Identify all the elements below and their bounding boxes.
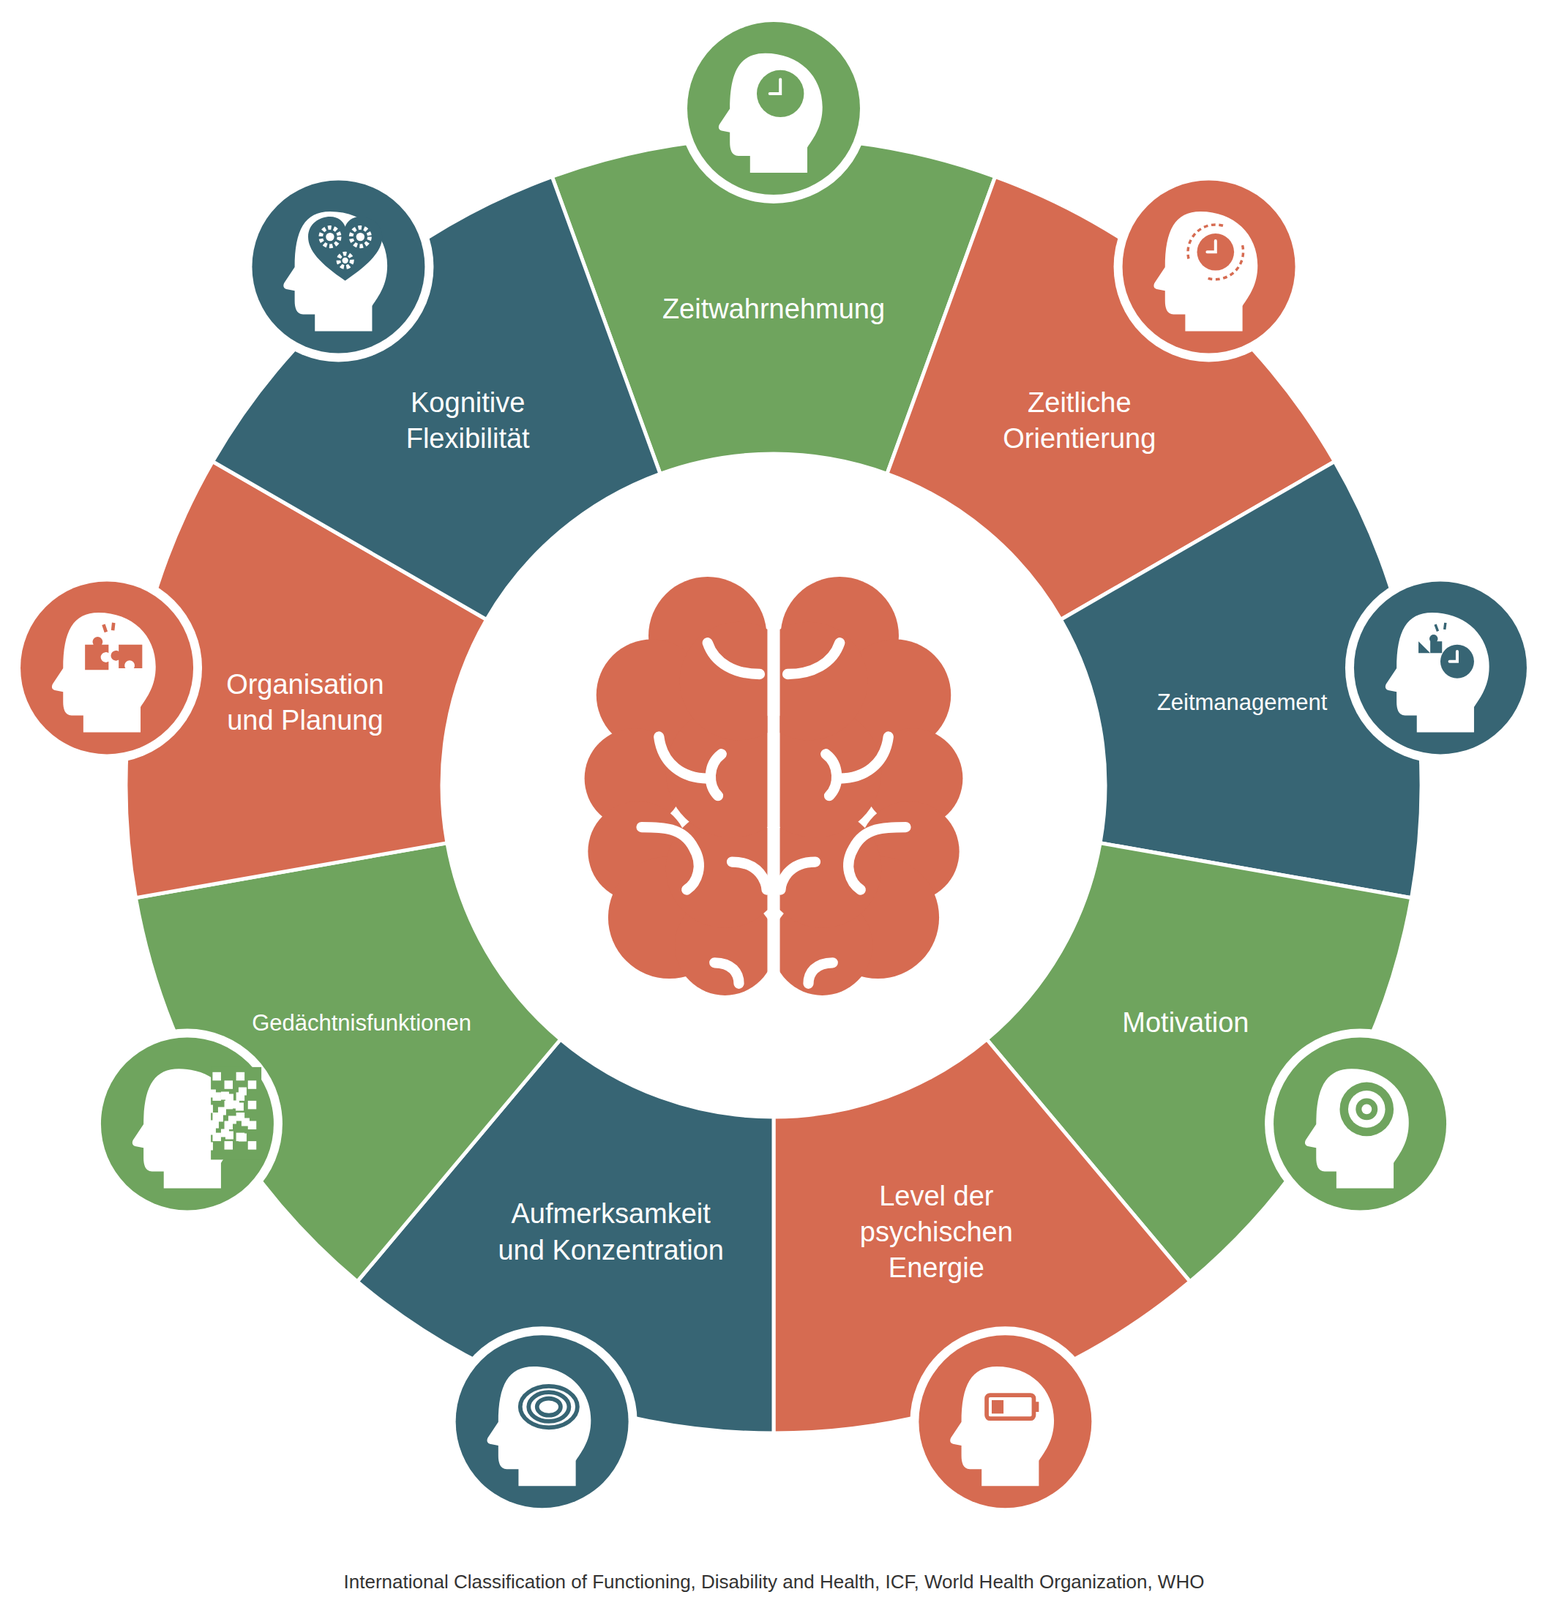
- segment-shape: [132, 839, 564, 1285]
- ring-segment: Zeitmanagement: [1057, 458, 1425, 901]
- segment-shape: [883, 173, 1338, 623]
- segment-label: Level der psychischen Energie: [854, 1178, 1019, 1287]
- segment-fill: [773, 1039, 1191, 1434]
- ring-segment: Gedächtnisfunktionen: [132, 839, 564, 1285]
- segment-fill: [986, 843, 1412, 1282]
- segment-fill: [1060, 461, 1422, 899]
- segment-label: Kognitive Flexibilität: [357, 384, 578, 458]
- segment-label: Zeitwahrnehmung: [634, 291, 913, 328]
- brain-illustration: [584, 576, 964, 996]
- segment-fill: [212, 176, 661, 620]
- segment-fill: [887, 176, 1335, 620]
- segment-shape: [1057, 458, 1425, 901]
- ring-segment: Aufmerksamkeit und Konzentration: [354, 1036, 777, 1437]
- segment-fill: [357, 1039, 774, 1434]
- ring-segment: Kognitive Flexibilität: [209, 173, 664, 623]
- source-caption: International Classification of Function…: [0, 1570, 1548, 1594]
- segment-label: Motivation: [1064, 1004, 1307, 1041]
- ring-segment: Motivation: [983, 839, 1415, 1285]
- segment-shape: [354, 1036, 777, 1437]
- segment-label: Gedächtnisfunktionen: [222, 1008, 501, 1038]
- icon-set: [11, 13, 1536, 1517]
- icon-badge: [92, 1029, 283, 1220]
- icon-badge: [1113, 171, 1305, 362]
- icon-badge: [242, 171, 434, 362]
- ring-segment: Zeitwahrnehmung: [548, 134, 999, 478]
- ring-segment: Level der psychischen Energie: [770, 1036, 1194, 1437]
- icon-badge: [1345, 572, 1536, 763]
- icon-badge: [1264, 1029, 1456, 1220]
- icon-badge: [447, 1326, 638, 1517]
- icon-badge: [909, 1326, 1101, 1517]
- ring-segment: Organisation und Planung: [122, 458, 490, 901]
- segment-shape: [548, 134, 999, 478]
- icon-badge: [11, 572, 203, 763]
- segment-fill: [135, 843, 560, 1282]
- icon-badge: [678, 13, 869, 204]
- segment-label: Zeitliche Orientierung: [958, 384, 1201, 458]
- segment-fill: [551, 137, 995, 474]
- segment-shape: [209, 173, 664, 623]
- segment-label: Zeitmanagement: [1110, 688, 1374, 718]
- segment-label: Aufmerksamkeit und Konzentration: [487, 1195, 735, 1269]
- segment-shape: [122, 458, 490, 901]
- segment-label: Organisation und Planung: [209, 666, 402, 740]
- segment-shape: [983, 839, 1415, 1285]
- ring-segment: Zeitliche Orientierung: [883, 173, 1338, 623]
- segment-fill: [125, 461, 487, 899]
- segment-shape: [770, 1036, 1194, 1437]
